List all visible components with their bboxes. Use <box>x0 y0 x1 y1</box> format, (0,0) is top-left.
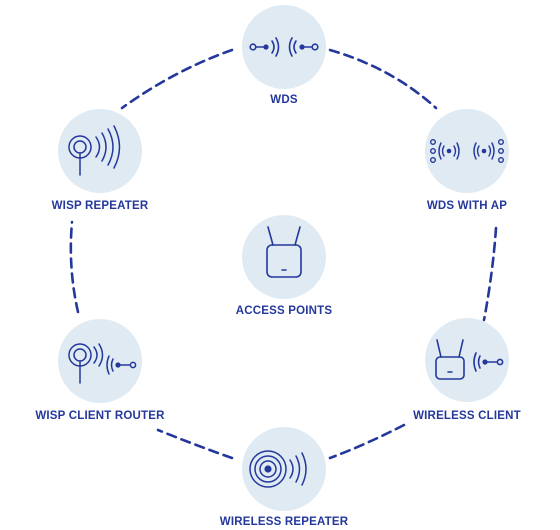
mode-label-wisp-repeater: WISP REPEATER <box>51 200 149 212</box>
wisp-repeater-icon <box>68 125 121 176</box>
wds-with-ap-icon <box>429 139 504 164</box>
mode-node-wisp-client-router[interactable] <box>58 319 142 403</box>
mode-label-wds-with-ap: WDS WITH AP <box>426 200 508 212</box>
mode-node-wds[interactable] <box>242 5 326 89</box>
mode-label-wireless-repeater: WIRELESS REPEATER <box>219 516 349 528</box>
access-point-router-icon <box>266 226 302 278</box>
mode-node-wds-with-ap[interactable] <box>425 109 509 193</box>
mode-node-wireless-client[interactable] <box>425 318 509 402</box>
mode-node-wisp-repeater[interactable] <box>58 109 142 193</box>
wireless-client-icon <box>435 339 504 380</box>
wireless-repeater-icon <box>249 450 307 488</box>
mode-node-access-points[interactable] <box>242 215 326 299</box>
wds-link-icon <box>249 37 319 57</box>
mode-label-access-points: ACCESS POINTS <box>235 305 333 317</box>
mode-label-wireless-client: WIRELESS CLIENT <box>413 410 521 422</box>
mode-label-wds: WDS <box>270 94 298 106</box>
mode-label-wisp-client-router: WISP CLIENT ROUTER <box>35 410 165 422</box>
wisp-client-router-icon <box>68 343 137 384</box>
mode-node-wireless-repeater[interactable] <box>242 427 326 511</box>
